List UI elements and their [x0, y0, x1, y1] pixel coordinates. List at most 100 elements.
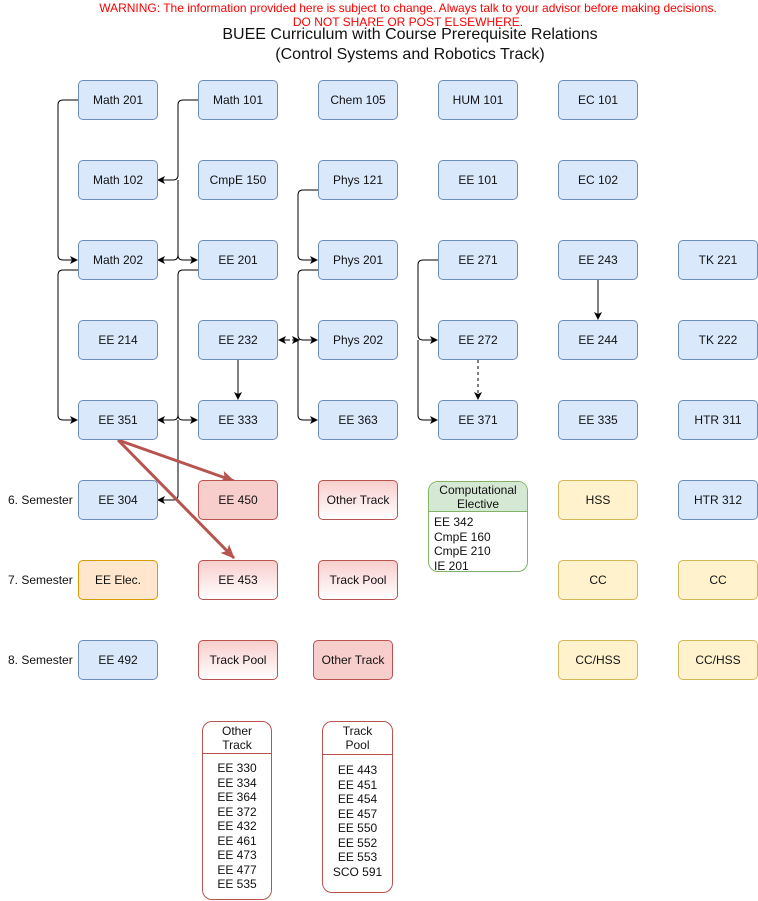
- course-math202[interactable]: Math 202: [78, 240, 158, 280]
- edge-math101-math202: [157, 180, 179, 264]
- other-track-title-1: Other: [221, 724, 252, 738]
- track-pool-list: EE 443 EE 451 EE 454 EE 457 EE 550 EE 55…: [323, 763, 392, 879]
- course-ec102[interactable]: EC 102: [558, 160, 638, 200]
- computational-elective-group[interactable]: Computational Elective EE 342 CmpE 160 C…: [428, 481, 528, 573]
- edge-math202-ee351: [57, 269, 78, 424]
- computational-elective-title-1: Computational: [439, 483, 517, 497]
- course-htr311[interactable]: HTR 311: [678, 400, 758, 440]
- course-ee363[interactable]: EE 363: [318, 400, 398, 440]
- course-ee492[interactable]: EE 492: [78, 640, 158, 680]
- warning-line-1: WARNING: The information provided here i…: [99, 1, 717, 15]
- list-item: EE 552: [337, 835, 378, 850]
- other-track-header: Other Track: [203, 722, 271, 754]
- course-phys121[interactable]: Phys 121: [318, 160, 398, 200]
- semester-6-label: 6. Semester: [8, 493, 73, 507]
- course-phys201[interactable]: Phys 201: [318, 240, 398, 280]
- course-hum101[interactable]: HUM 101: [438, 80, 518, 120]
- warning-line-2: DO NOT SHARE OR POST ELSEWHERE.: [292, 15, 524, 29]
- edge-phys121-phys201: [297, 189, 318, 264]
- semester-8-label: 8. Semester: [8, 653, 73, 667]
- semester-7-label: 7. Semester: [8, 573, 73, 587]
- other-track-list: EE 330 EE 334 EE 364 EE 372 EE 432 EE 46…: [203, 761, 271, 892]
- course-cc-2[interactable]: CC: [678, 560, 758, 600]
- computational-elective-title-2: Elective: [456, 497, 500, 511]
- course-cc-hss-2[interactable]: CC/HSS: [678, 640, 758, 680]
- edge-ee271-ee272: [417, 259, 438, 344]
- computational-elective-header: Computational Elective: [429, 482, 527, 512]
- list-item: EE 330: [217, 761, 257, 775]
- other-track-group[interactable]: Other Track EE 330 EE 334 EE 364 EE 372 …: [202, 721, 272, 900]
- list-item: SCO 591: [332, 864, 383, 879]
- list-item: EE 553: [337, 850, 378, 864]
- list-item: EE 443: [337, 763, 378, 777]
- course-ee271[interactable]: EE 271: [438, 240, 518, 280]
- course-ee304[interactable]: EE 304: [78, 480, 158, 520]
- course-track-pool-sem7[interactable]: Track Pool: [318, 560, 398, 600]
- list-item: CmpE 160: [434, 529, 491, 544]
- edge-ee201-ee333: [177, 414, 198, 424]
- course-chem105[interactable]: Chem 105: [318, 80, 398, 120]
- course-other-track-sem8[interactable]: Other Track: [313, 640, 393, 680]
- course-ee333[interactable]: EE 333: [198, 400, 278, 440]
- course-ee272[interactable]: EE 272: [438, 320, 518, 360]
- list-item: EE 454: [337, 792, 378, 806]
- course-tk222[interactable]: TK 222: [678, 320, 758, 360]
- list-item: CmpE 210: [434, 544, 491, 558]
- list-item: EE 364: [217, 790, 257, 804]
- course-cc-hss-1[interactable]: CC/HSS: [558, 640, 638, 680]
- list-item: EE 432: [217, 819, 257, 833]
- track-pool-group[interactable]: Track Pool EE 443 EE 451 EE 454 EE 457 E…: [322, 721, 393, 893]
- list-item: EE 372: [217, 804, 257, 819]
- edge-ee271-ee371: [417, 340, 438, 424]
- edge-math101-math102: [157, 99, 198, 184]
- list-item: EE 550: [337, 821, 378, 835]
- list-item: EE 477: [217, 862, 257, 877]
- course-ee335[interactable]: EE 335: [558, 400, 638, 440]
- edge-ee201-ee351: [157, 269, 198, 424]
- course-track-pool-sem8[interactable]: Track Pool: [198, 640, 278, 680]
- list-item: EE 334: [217, 775, 257, 790]
- edge-ee351-ee450: [117, 438, 235, 483]
- list-item: EE 342: [434, 515, 474, 529]
- course-ee214[interactable]: EE 214: [78, 320, 158, 360]
- course-ee244[interactable]: EE 244: [558, 320, 638, 360]
- course-ec101[interactable]: EC 101: [558, 80, 638, 120]
- list-item: EE 451: [337, 777, 378, 792]
- edge-phys201-ee363: [297, 340, 318, 424]
- other-track-title-2: Track: [222, 738, 252, 752]
- edge-ee351-ee453: [116, 438, 236, 560]
- course-phys202[interactable]: Phys 202: [318, 320, 398, 360]
- list-item: EE 535: [217, 877, 257, 891]
- list-item: EE 473: [217, 848, 257, 862]
- course-ee453[interactable]: EE 453: [198, 560, 278, 600]
- course-hss[interactable]: HSS: [558, 480, 638, 520]
- course-ee243[interactable]: EE 243: [558, 240, 638, 280]
- course-ee101[interactable]: EE 101: [438, 160, 518, 200]
- list-item: IE 201: [434, 558, 469, 573]
- course-other-track-sem6[interactable]: Other Track: [318, 480, 398, 520]
- course-tk221[interactable]: TK 221: [678, 240, 758, 280]
- edge-math101-ee201: [177, 254, 198, 264]
- course-ee201[interactable]: EE 201: [198, 240, 278, 280]
- course-ee-elective[interactable]: EE Elec.: [78, 560, 158, 600]
- track-pool-header: Track Pool: [323, 722, 392, 755]
- list-item: EE 461: [217, 833, 257, 848]
- course-math201[interactable]: Math 201: [78, 80, 158, 120]
- course-math101[interactable]: Math 101: [198, 80, 278, 120]
- course-math102[interactable]: Math 102: [78, 160, 158, 200]
- diagram-subtitle: (Control Systems and Robotics Track): [275, 46, 545, 63]
- course-htr312[interactable]: HTR 312: [678, 480, 758, 520]
- computational-elective-list: EE 342 CmpE 160 CmpE 210 IE 201: [434, 515, 491, 573]
- course-cmpe150[interactable]: CmpE 150: [198, 160, 278, 200]
- track-pool-title-1: Track: [342, 724, 373, 738]
- course-ee450[interactable]: EE 450: [198, 480, 278, 520]
- course-cc-1[interactable]: CC: [558, 560, 638, 600]
- diagram-title: BUEE Curriculum with Course Prerequisite…: [222, 26, 598, 43]
- list-item: EE 457: [337, 806, 378, 821]
- course-ee232[interactable]: EE 232: [198, 320, 278, 360]
- course-ee351[interactable]: EE 351: [78, 400, 158, 440]
- edge-phys201-phys202: [297, 269, 318, 344]
- track-pool-title-2: Pool: [345, 738, 370, 752]
- course-ee371[interactable]: EE 371: [438, 400, 518, 440]
